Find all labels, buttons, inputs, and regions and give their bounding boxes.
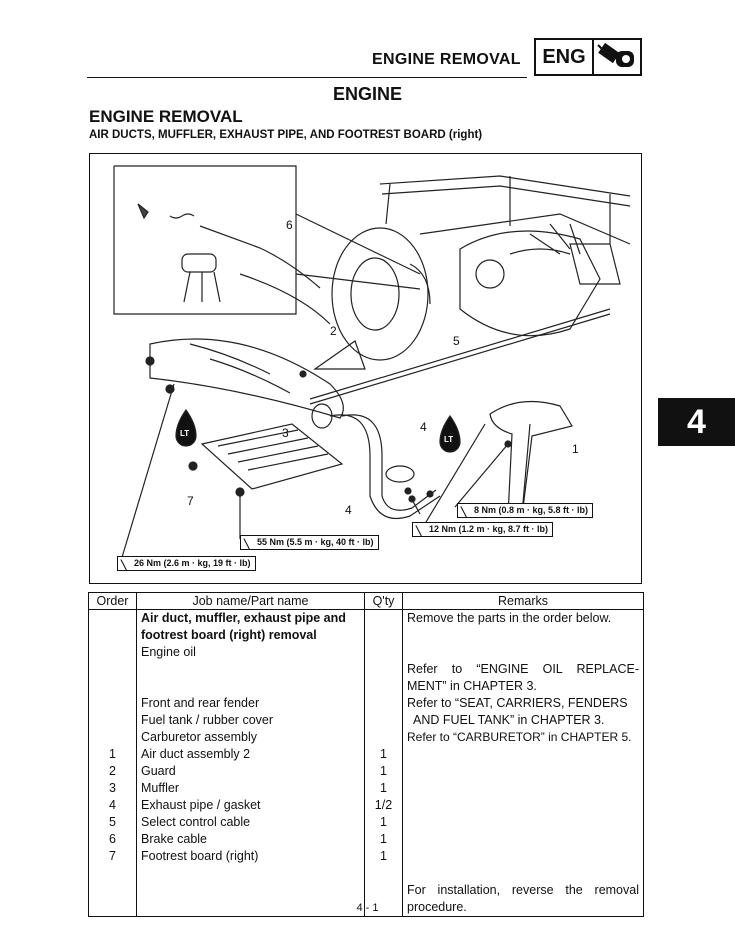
torque-8nm: ╲8 Nm (0.8 m · kg, 5.8 ft · lb): [457, 503, 594, 518]
torque-12nm: ╲12 Nm (1.2 m · kg, 8.7 ft · lb): [412, 522, 554, 537]
table-row: Engine oil: [88, 644, 644, 661]
subsection-title: AIR DUCTS, MUFFLER, EXHAUST PIPE, AND FO…: [89, 129, 483, 141]
chapter-badge: ENG: [534, 38, 642, 76]
callout-5: 5: [453, 334, 460, 348]
table-row: MENT” in CHAPTER 3.: [88, 678, 644, 695]
wrench-icon: ╲: [121, 560, 127, 570]
table-row: For installation, reverse the removal: [88, 882, 644, 899]
table-row: 7 Footrest board (right) 1: [88, 848, 644, 865]
section-title: ENGINE REMOVAL: [89, 107, 243, 126]
col-order: Order: [88, 592, 137, 610]
callout-4b: 4: [345, 503, 352, 517]
col-remarks: Remarks: [402, 592, 644, 610]
torque-55nm: ╲55 Nm (5.5 m · kg, 40 ft · lb): [240, 535, 379, 550]
table-row: procedure.: [88, 899, 644, 917]
exploded-diagram: 6 2 5 3 4 1 7 4 LT LT ╲8 Nm (0.8 m · kg,…: [89, 153, 642, 584]
wrench-icon: ╲: [244, 539, 250, 549]
table-row: 5 Select control cable 1: [88, 814, 644, 831]
table-row: Air duct, muffler, exhaust pipe and Remo…: [88, 609, 644, 627]
table-row: Front and rear fender Refer to “SEAT, CA…: [88, 695, 644, 712]
chapter-title: ENGINE: [332, 84, 402, 104]
engine-icon: [597, 42, 634, 67]
callout-2: 2: [330, 324, 337, 338]
lt-badge-right: LT: [444, 435, 454, 444]
table-row: Refer to “ENGINE OIL REPLACE-: [88, 661, 644, 678]
header-title: ENGINE REMOVAL: [372, 51, 521, 68]
wrench-icon: ╲: [416, 526, 422, 536]
table-row: footrest board (right) removal: [88, 627, 644, 644]
table-row: 3 Muffler 1: [88, 780, 644, 797]
parts-table: Order Job name/Part name Q'ty Remarks Ai…: [88, 592, 644, 917]
table-row: 1 Air duct assembly 2 1: [88, 746, 644, 763]
wrench-icon: ╲: [461, 507, 467, 517]
lt-badge-left: LT: [180, 429, 190, 438]
table-row: Carburetor assembly Refer to “CARBURETOR…: [88, 729, 644, 746]
table-row: Fuel tank / rubber cover AND FUEL TANK” …: [88, 712, 644, 729]
table-header-row: Order Job name/Part name Q'ty Remarks: [88, 592, 644, 610]
callout-6: 6: [286, 218, 293, 232]
callout-4a: 4: [420, 420, 427, 434]
table-row: 6 Brake cable 1: [88, 831, 644, 848]
col-job: Job name/Part name: [136, 592, 365, 610]
table-row: 4 Exhaust pipe / gasket 1/2: [88, 797, 644, 814]
page-number: 4 - 1: [356, 902, 379, 914]
callout-1: 1: [572, 442, 579, 456]
header-rule: [87, 77, 527, 78]
table-row: [88, 865, 644, 882]
diagram-drawing: [113, 165, 631, 565]
chapter-badge-label: ENG: [536, 40, 594, 74]
callout-3: 3: [282, 426, 289, 440]
chapter-tab: 4: [658, 398, 735, 446]
col-qty: Q'ty: [364, 592, 403, 610]
torque-26nm: ╲26 Nm (2.6 m · kg, 19 ft · lb): [117, 556, 256, 571]
table-row: 2 Guard 1: [88, 763, 644, 780]
callout-7: 7: [187, 494, 194, 508]
